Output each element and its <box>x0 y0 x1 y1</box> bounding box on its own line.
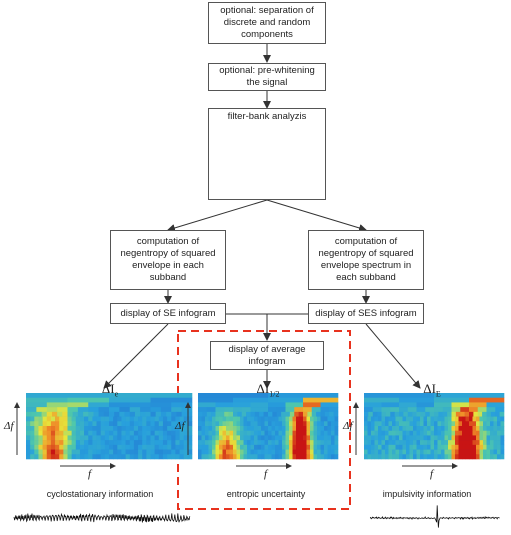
display-average-box: display of average infogram <box>210 341 324 370</box>
axis-y-label-2: Δf <box>175 420 185 432</box>
arrow-filterbank-to-ne-se <box>167 199 268 232</box>
arrow-display-se-to-infogram <box>103 323 169 389</box>
arrow-filterbank-to-ne-ses <box>266 199 367 232</box>
infogram-se-title-sub: e <box>114 389 119 399</box>
separation-box: optional: separation of discrete and ran… <box>208 2 326 44</box>
filterbank-label: filter-bank analyzis <box>227 111 307 122</box>
waveform-cyclostationary <box>13 512 191 523</box>
caption-entropic: entropic uncertainty <box>226 489 306 499</box>
infogram-ses-title-main: ΔI <box>423 381 436 396</box>
infogram-average-title: ΔI1/2 <box>238 381 298 399</box>
infogram-ses-title: ΔIE <box>402 381 462 399</box>
arrow-display-ses-to-infogram <box>365 323 421 389</box>
infogram-average-title-sub: 1/2 <box>269 389 280 399</box>
axis-x-label-1: f <box>88 468 92 480</box>
axis-x-label-2: f <box>264 468 268 480</box>
waveform-impulsive <box>369 505 500 528</box>
infogram-se-heatmap <box>26 393 193 460</box>
axis-x-label-3: f <box>430 468 434 480</box>
filterbank-box: filter-bank analyzis <box>208 108 326 200</box>
infogram-se-title: ΔIe <box>80 381 140 399</box>
infogram-se-title-main: ΔI <box>101 381 115 396</box>
display-ses-box: display of SES infogram <box>308 303 424 324</box>
infogram-ses-title-sub: E <box>435 389 441 399</box>
caption-impulsivity: impulsivity information <box>382 489 472 499</box>
axis-y-label-3: Δf <box>343 420 353 432</box>
negentropy-se-box: computation of negentropy of squared env… <box>110 230 226 290</box>
prewhiten-box: optional: pre-whitening the signal <box>208 63 326 91</box>
negentropy-ses-box: computation of negentropy of squared env… <box>308 230 424 290</box>
display-se-box: display of SE infogram <box>110 303 226 324</box>
infogram-average-title-main: ΔI <box>256 381 270 396</box>
caption-cyclostationary: cyclostationary information <box>46 489 154 499</box>
axis-y-label-1: Δf <box>4 420 14 432</box>
infogram-average-heatmap <box>198 393 339 460</box>
infogram-ses-heatmap <box>364 393 505 460</box>
